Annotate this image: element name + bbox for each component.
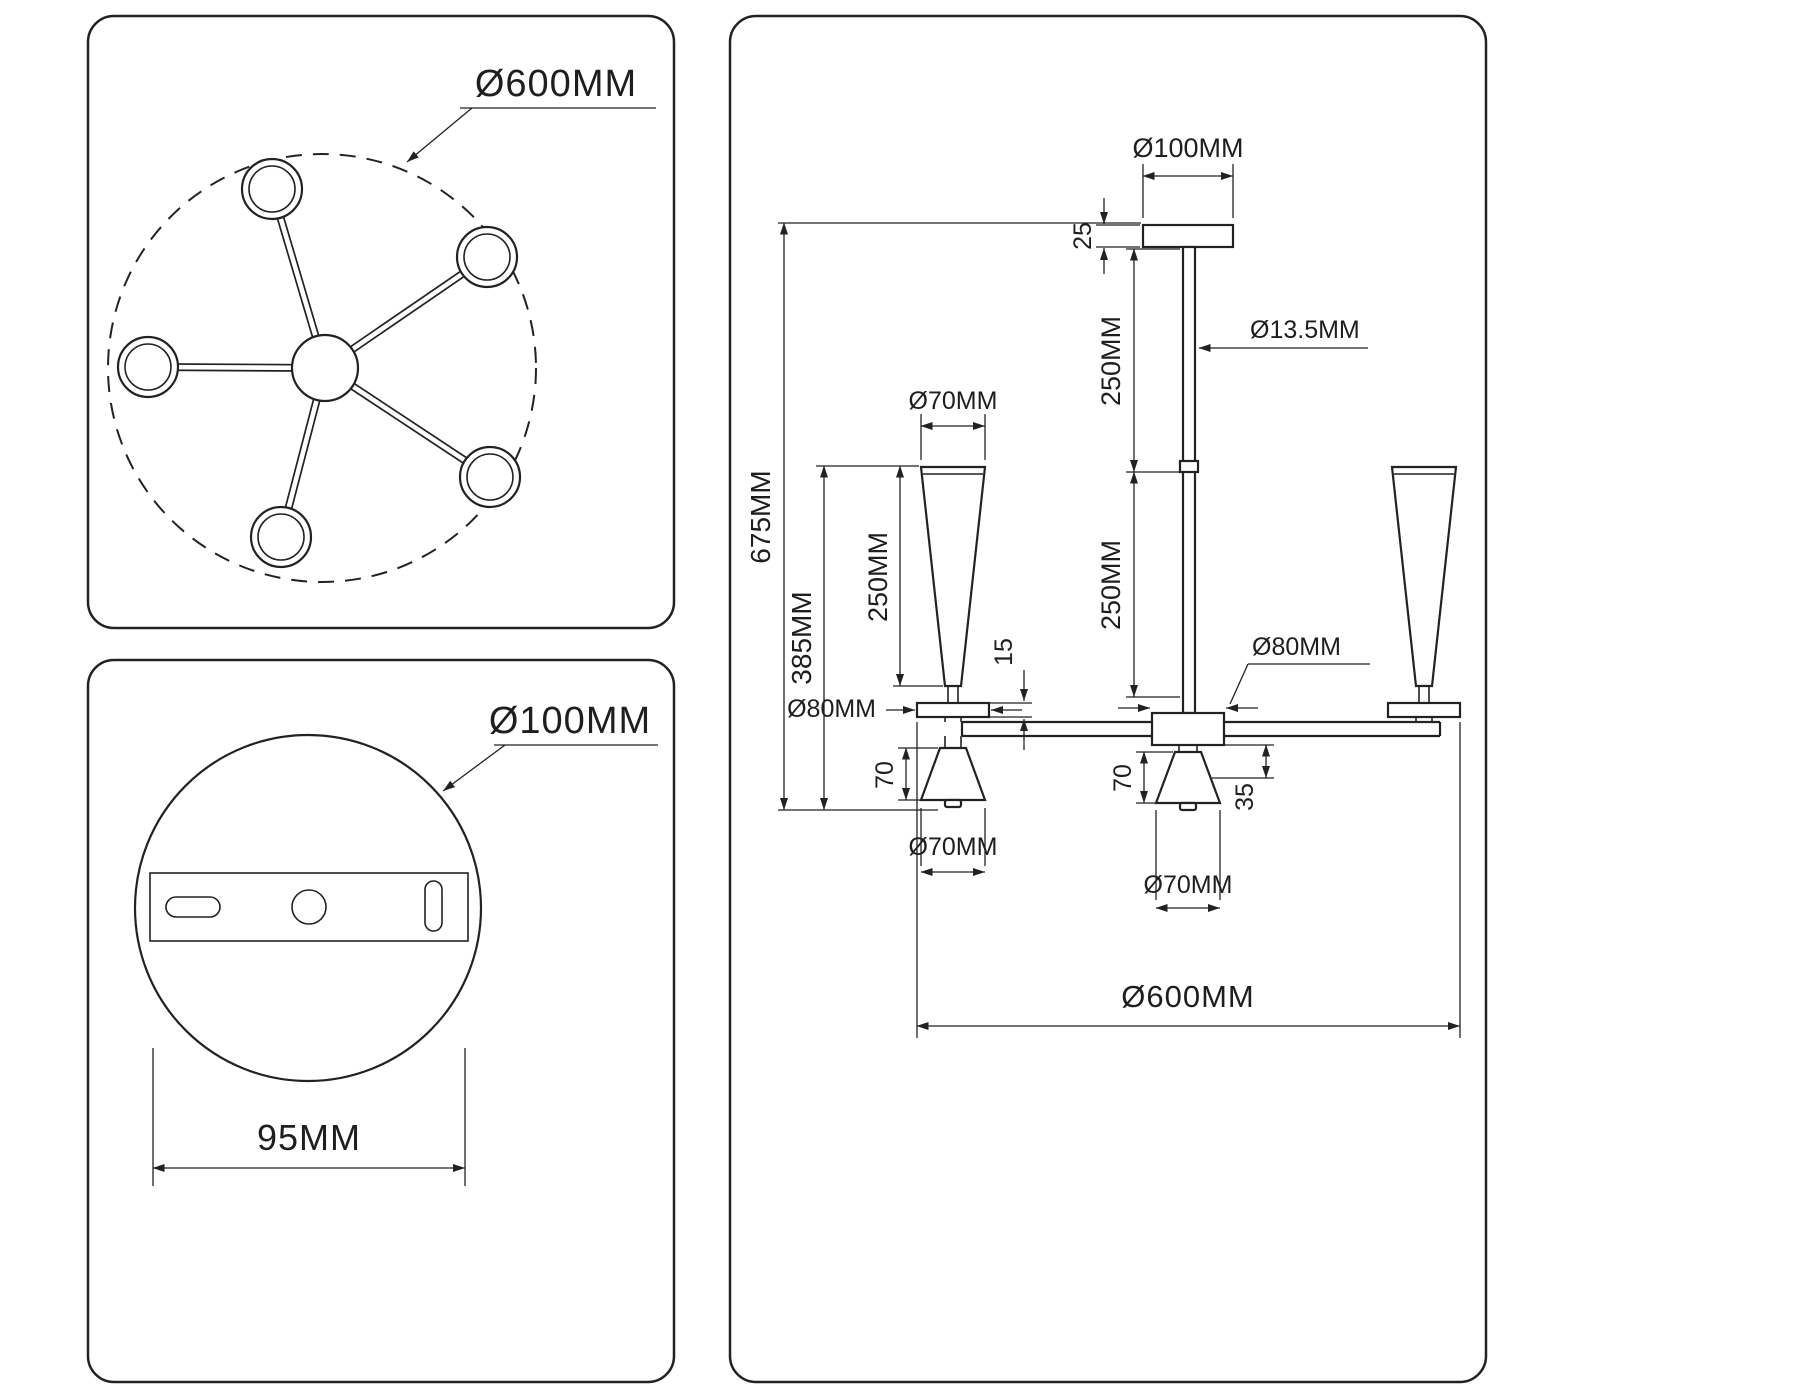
dim-rod-lower: 250MM: [1096, 471, 1180, 698]
dim-canopy-diameter-side: Ø100MM: [1132, 133, 1244, 218]
shade-top-view-5: [116, 335, 180, 399]
suspension-rod: [1181, 245, 1197, 715]
plate-thickness-label: 15: [990, 638, 1018, 666]
center-lamp: [1154, 745, 1222, 812]
right-plate: [1386, 701, 1462, 719]
center-hub: [290, 333, 360, 403]
hub-diameter-label: Ø80MM: [1252, 633, 1341, 661]
dim-shade-height: 250MM: [863, 465, 943, 687]
bracket-slot-horizontal: [165, 896, 221, 918]
body-height-label: 385MM: [786, 591, 817, 684]
plate-diameter-label: Ø80MM: [787, 695, 876, 723]
leader-arrow: [406, 107, 473, 163]
shade-top-view-1: [240, 157, 304, 221]
left-arm: [960, 720, 1152, 738]
bracket-slot-vertical: [424, 880, 443, 932]
cone-height-left-label: 70: [871, 761, 899, 789]
dim-top-view-outer-diameter: Ø600MM: [406, 63, 656, 163]
total-width-label: Ø600MM: [1121, 979, 1254, 1014]
canopy-height-label: 25: [1069, 222, 1097, 250]
canopy-diameter-label: Ø100MM: [489, 700, 651, 742]
left-flute-shade: [919, 465, 987, 688]
canopy-diameter-side-label: Ø100MM: [1132, 133, 1243, 163]
left-plate: [915, 701, 991, 719]
right-lamp: [1386, 465, 1462, 722]
rod-joint-collar: [1178, 459, 1200, 474]
cone-diameter-center-label: Ø70MM: [1144, 871, 1233, 899]
shade-top-view-4: [249, 505, 313, 569]
canopy-circle: [133, 733, 483, 1083]
outer-diameter-label: Ø600MM: [475, 63, 637, 105]
canopy-view-panel: Ø100MM 95MM: [86, 658, 676, 1384]
dim-cone-height-center: 70: [1109, 751, 1173, 804]
panel-border: [86, 14, 676, 630]
dim-rod-upper: 250MM: [1096, 248, 1180, 473]
total-height-label: 675MM: [745, 470, 776, 563]
dim-canopy-diameter: Ø100MM: [442, 700, 658, 792]
right-flute-shade: [1390, 465, 1458, 688]
bracket-width-label: 95MM: [257, 1117, 361, 1158]
dim-cone-diameter-center: Ø70MM: [1144, 810, 1233, 912]
fixture-side-view: [915, 223, 1462, 812]
dim-hub-diameter: Ø80MM: [1118, 633, 1370, 712]
center-down-cone: [1154, 750, 1222, 805]
dim-cone-diameter-left: Ø70MM: [909, 808, 998, 876]
rod-diameter-label: Ø13.5MM: [1250, 316, 1360, 344]
dim-plate-diameter: Ø80MM: [787, 695, 1022, 723]
left-down-cone: [919, 746, 987, 802]
center-hub-side: [1150, 711, 1226, 747]
dim-socket-height: 35: [1212, 744, 1274, 811]
leader-arrow: [442, 744, 506, 792]
dim-canopy-height: 25: [1069, 198, 1140, 274]
leader-line: [1229, 663, 1249, 705]
mounting-bracket: [149, 872, 469, 942]
dim-shade-top-diameter: Ø70MM: [909, 387, 998, 460]
rod-lower-label: 250MM: [1096, 540, 1126, 630]
socket-height-label: 35: [1231, 783, 1259, 811]
dim-rod-diameter: Ø13.5MM: [1198, 316, 1368, 352]
center-cone-nub: [1178, 801, 1198, 812]
shade-height-label: 250MM: [863, 532, 893, 622]
dim-cone-height-left: 70: [871, 747, 938, 801]
shade-top-view-3: [458, 445, 522, 509]
dim-plate-thickness: 15: [990, 638, 1032, 750]
panel-border: [728, 14, 1488, 1384]
bracket-center-hole: [291, 889, 327, 925]
cone-diameter-left-label: Ø70MM: [909, 833, 998, 861]
dim-total-height: 675MM: [745, 222, 1141, 811]
ceiling-canopy: [1141, 223, 1235, 249]
left-lamp: [915, 465, 991, 809]
top-view-panel: Ø600MM: [86, 14, 676, 630]
shade-top-view-2: [455, 225, 519, 289]
dim-total-width: Ø600MM: [916, 722, 1461, 1038]
dim-body-height: 385MM: [786, 465, 919, 810]
outer-diameter-dashed-circle: [107, 153, 537, 583]
rod-upper-label: 250MM: [1096, 316, 1126, 406]
left-cone-nub: [943, 798, 963, 809]
cone-height-center-label: 70: [1109, 764, 1137, 792]
panel-border: [86, 658, 676, 1384]
shade-top-diameter-label: Ø70MM: [909, 387, 998, 415]
dim-bracket-width: 95MM: [152, 1048, 466, 1186]
side-view-panel: Ø100MM 25 Ø13.5MM 250MM 250MM: [728, 14, 1488, 1384]
right-arm: [1224, 720, 1442, 738]
